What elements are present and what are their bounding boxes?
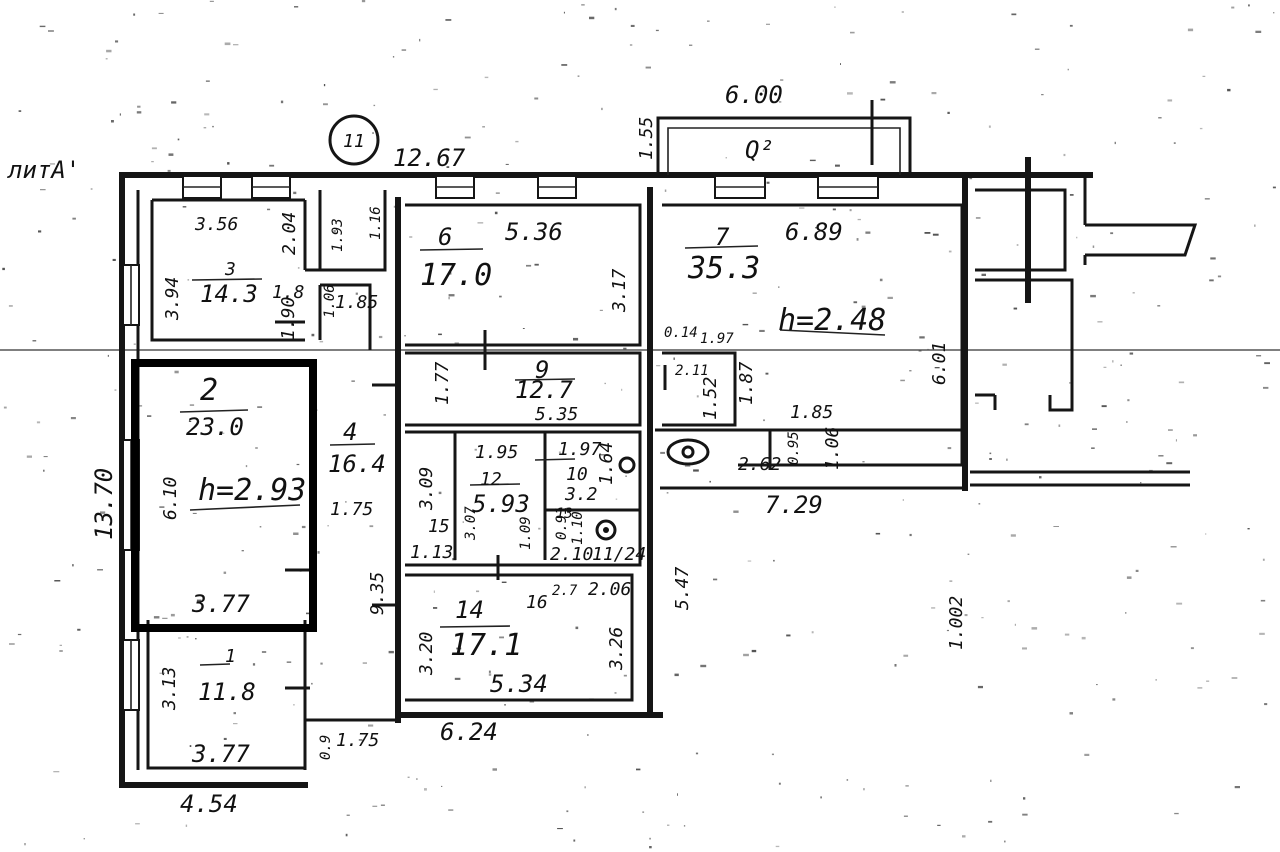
- room-3-width: 3.56: [194, 214, 238, 235]
- room-1-area: 11.8: [198, 678, 256, 706]
- room-4-number: 4: [343, 418, 357, 446]
- room-4-dim-a: 1.75: [330, 499, 373, 520]
- room-11-dim-g: 1.06: [822, 427, 843, 470]
- balcony: [656, 100, 912, 175]
- room-3-dim-b: 1.8: [272, 282, 305, 303]
- room-7-number: 7: [715, 223, 730, 251]
- room-3-dim-c: 1.90: [278, 297, 299, 340]
- room-5-dim-c: 1.06: [322, 284, 338, 318]
- far-right: 1.002: [946, 596, 967, 650]
- room-14-number: 14: [455, 596, 484, 624]
- room-3-area: 14.3: [200, 280, 258, 308]
- room-11-dim-a: 2.11: [675, 363, 709, 379]
- room-15-dim-a: 1.13: [410, 542, 453, 563]
- room-12-width: 1.95: [475, 442, 518, 463]
- bottom-left: 4.54: [180, 790, 238, 818]
- room-7-width: 6.89: [785, 218, 843, 246]
- bottom-mid: 6.24: [440, 718, 498, 746]
- room-11-dim-e: 0.95: [786, 431, 802, 465]
- right-total: 7.29: [765, 491, 823, 519]
- balcony-width: 6.00: [725, 81, 783, 109]
- room-14-right: 3.26: [606, 627, 627, 671]
- room-12-number: 12: [480, 469, 502, 490]
- room-11-dim-b: 1.52: [700, 377, 721, 420]
- room-5-dim-d: 1.85: [335, 292, 378, 313]
- room-1-depth: 3.13: [159, 667, 180, 711]
- room-10-dim-a: 2.10: [550, 544, 593, 565]
- bottom-small: 0.9: [318, 735, 334, 760]
- room-14-dim-c: 2.7: [552, 583, 578, 599]
- room-13-number: 13: [556, 506, 573, 522]
- room-7-dim-b: 1.97: [700, 331, 734, 347]
- room-13-dim-b: 0.91: [554, 506, 570, 540]
- top-windows: [182, 175, 879, 199]
- room-2-number: 2: [200, 373, 218, 408]
- top-length: 12.67: [393, 144, 466, 172]
- section-circle: [328, 114, 380, 166]
- room-3-dim-a: 2.04: [279, 212, 300, 255]
- room-15-depth: 3.09: [416, 467, 437, 511]
- bottom-small-b: 1.75: [336, 730, 379, 751]
- circle-number: 11: [343, 131, 365, 152]
- room-7-dim-a: 0.14: [664, 325, 698, 341]
- room-2-area: 23.0: [186, 413, 244, 441]
- room-14-dim-a: 16: [526, 592, 548, 613]
- room-3-number: 3: [224, 259, 236, 280]
- room-9-area: 12.7: [515, 376, 573, 404]
- room-2-depth: 6.10: [160, 477, 181, 520]
- room-4-length: 9.35: [367, 572, 388, 615]
- room-3-depth: 3.94: [162, 277, 183, 321]
- room-6-width: 5.36: [505, 218, 563, 246]
- room-11-dim-d: 1.85: [790, 402, 833, 423]
- balcony-label: Q²: [745, 136, 774, 164]
- room-14-dim-b: 2.06: [588, 579, 631, 600]
- room-14-left: 3.20: [416, 632, 437, 676]
- room-2-highlight: [131, 359, 317, 632]
- room-13-dim-a: 1.10: [570, 511, 586, 545]
- room-4-area: 16.4: [328, 450, 386, 478]
- room-15-number: 15: [428, 516, 450, 537]
- room-1-number: 1: [225, 646, 236, 667]
- room-7-height: h=2.48: [778, 303, 886, 338]
- letter-label: литА': [7, 156, 80, 184]
- room-10-width: 1.97: [558, 439, 602, 460]
- room-9-number: 9: [535, 356, 549, 384]
- room-10-dim-b: 11/24: [592, 544, 646, 565]
- room-7-area: 35.3: [687, 251, 760, 286]
- room-2-height: h=2.93: [198, 473, 306, 508]
- labels: литА' 11 12.67 6.00 1.55 Q² 3.56 3 14.3 …: [7, 81, 967, 818]
- room-11-dim-c: 1.87: [736, 361, 757, 405]
- room-1-width: 3.77: [191, 740, 250, 768]
- room-12-dim-a: 1.09: [518, 516, 534, 550]
- left-total: 13.70: [90, 468, 118, 540]
- room-10-number: 10: [566, 464, 588, 485]
- room-12-area: 5.93: [472, 490, 530, 518]
- room-9-depth: 1.77: [432, 361, 453, 405]
- mid-vertical: 5.47: [672, 566, 693, 610]
- balcony-depth: 1.55: [636, 117, 657, 160]
- room-5-dim-a: 1.93: [330, 218, 346, 252]
- room-6-number: 6: [438, 223, 452, 251]
- room-11-dim-f: 2.62: [738, 454, 781, 475]
- interior-walls: [146, 177, 968, 770]
- room-12-depth: 3.07: [463, 506, 479, 541]
- fixtures: [595, 438, 710, 541]
- room-6-depth: 3.17: [609, 268, 630, 313]
- room-7-depth: 6.01: [929, 342, 950, 385]
- door-marks: [275, 320, 667, 690]
- area-underlines: [179, 245, 886, 666]
- room-14-area: 17.1: [450, 628, 522, 663]
- room-6-area: 17.0: [420, 258, 492, 293]
- room-14-width: 5.34: [490, 670, 548, 698]
- room-10-area: 3.2: [564, 484, 598, 505]
- room-9-width: 5.35: [535, 404, 578, 425]
- room-2-width: 3.77: [191, 590, 250, 618]
- room-10-depth: 1.64: [596, 442, 617, 485]
- room-5-dim-b: 1.16: [368, 206, 384, 240]
